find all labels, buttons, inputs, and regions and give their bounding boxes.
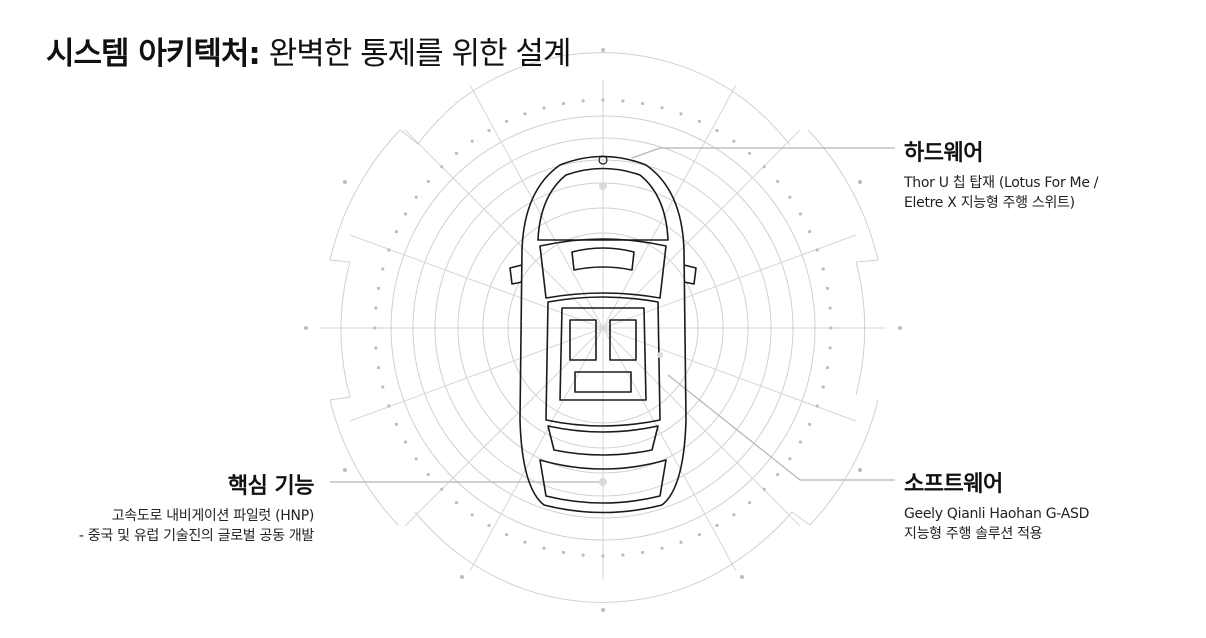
sensor-arcs bbox=[329, 52, 879, 603]
ring-dot bbox=[829, 326, 833, 330]
ring-dot bbox=[581, 99, 585, 103]
ring-dot bbox=[523, 540, 527, 544]
ring-dot bbox=[776, 473, 780, 477]
ring-dot bbox=[748, 151, 752, 155]
ring-dot bbox=[470, 139, 474, 143]
ring-dot bbox=[715, 523, 719, 528]
ring-dot bbox=[426, 473, 430, 477]
dot-ring bbox=[373, 98, 833, 558]
ring-dot bbox=[454, 151, 458, 155]
ring-dot bbox=[542, 546, 546, 550]
ring-dot bbox=[403, 440, 408, 444]
ring-dot bbox=[715, 128, 719, 133]
ring-dot bbox=[601, 554, 605, 558]
core-feature-callout: 핵심 기능 고속도로 내비게이션 파일럿 (HNP) - 중국 및 유럽 기술진… bbox=[78, 468, 315, 546]
ring-dot bbox=[808, 422, 812, 426]
core-line-1: 고속도로 내비게이션 파일럿 (HNP) bbox=[111, 508, 315, 524]
ring-dot bbox=[470, 513, 474, 517]
hardware-heading: 하드웨어 bbox=[904, 141, 983, 166]
ring-dot bbox=[679, 540, 683, 544]
ring-dot bbox=[487, 128, 491, 133]
ring-dot bbox=[581, 553, 585, 557]
ring-dot bbox=[523, 112, 527, 116]
hardware-line-1: Thor U 칩 탑재 (Lotus For Me / bbox=[904, 175, 1099, 191]
ring-dot bbox=[815, 404, 819, 408]
ring-dot bbox=[426, 179, 430, 183]
ring-dot bbox=[776, 179, 780, 183]
core-heading: 핵심 기능 bbox=[227, 474, 315, 499]
ring-dot bbox=[660, 546, 664, 550]
hardware-connector bbox=[631, 147, 895, 159]
software-callout: 소프트웨어 Geely Qianli Haohan G-ASD 지능형 주행 솔… bbox=[904, 466, 1089, 544]
ring-dot bbox=[487, 523, 491, 528]
software-line-2: 지능형 주행 솔루션 적용 bbox=[904, 526, 1043, 542]
page-title: 시스템 아키텍처: 완벽한 통제를 위한 설계 bbox=[46, 28, 572, 73]
ring-dot bbox=[641, 101, 645, 106]
ring-dot bbox=[454, 501, 458, 505]
ring-dot bbox=[403, 212, 408, 216]
ring-dot bbox=[798, 440, 803, 444]
title-bold: 시스템 아키텍처: bbox=[46, 36, 261, 72]
ring-dot bbox=[732, 513, 736, 517]
ring-dot bbox=[621, 553, 625, 557]
ring-dot bbox=[505, 119, 509, 123]
ring-dot bbox=[561, 550, 566, 555]
ring-dot bbox=[394, 230, 398, 234]
ring-dot bbox=[373, 326, 377, 330]
ring-dot bbox=[825, 286, 830, 290]
ring-dot bbox=[815, 248, 819, 252]
ring-dot bbox=[376, 286, 381, 290]
ring-dot bbox=[621, 99, 625, 103]
ring-dot bbox=[561, 101, 566, 106]
ring-dot bbox=[374, 306, 378, 310]
ring-dot bbox=[825, 366, 830, 370]
ring-dot bbox=[788, 457, 792, 461]
ring-dot bbox=[798, 212, 803, 216]
car-outline bbox=[509, 155, 697, 514]
ring-dot bbox=[679, 112, 683, 116]
software-heading: 소프트웨어 bbox=[904, 472, 1003, 497]
ring-dot bbox=[542, 106, 546, 110]
ring-dot bbox=[748, 501, 752, 505]
ring-dot bbox=[697, 533, 702, 537]
ring-dot bbox=[821, 385, 825, 389]
title-rest: 완벽한 통제를 위한 설계 bbox=[259, 36, 572, 72]
ring-dot bbox=[440, 165, 444, 169]
ring-dot bbox=[788, 195, 792, 199]
ring-dot bbox=[808, 230, 812, 234]
ring-dot bbox=[440, 487, 444, 491]
ring-dot bbox=[762, 487, 766, 491]
hardware-line-2: Eletre X 지능형 주행 스위트) bbox=[904, 195, 1075, 211]
ring-dot bbox=[387, 404, 391, 408]
radial-lines bbox=[320, 80, 886, 580]
software-line-1: Geely Qianli Haohan G-ASD bbox=[904, 506, 1090, 522]
ring-dot bbox=[641, 550, 645, 555]
ring-dot bbox=[374, 346, 378, 350]
outer-dots bbox=[304, 48, 902, 612]
ring-dot bbox=[732, 139, 736, 143]
ring-dot bbox=[376, 366, 381, 370]
hardware-callout: 하드웨어 Thor U 칩 탑재 (Lotus For Me / Eletre … bbox=[904, 135, 1099, 213]
ring-dot bbox=[394, 422, 398, 426]
software-connector bbox=[667, 374, 895, 481]
ring-dot bbox=[381, 267, 385, 271]
ring-dot bbox=[387, 248, 391, 252]
ring-dot bbox=[660, 106, 664, 110]
ring-dot bbox=[414, 457, 418, 461]
ring-dot bbox=[381, 385, 385, 389]
ring-dot bbox=[828, 346, 832, 350]
ring-dot bbox=[821, 267, 825, 271]
connector-lines bbox=[330, 147, 895, 483]
ring-dot bbox=[505, 533, 509, 537]
ring-dot bbox=[414, 195, 418, 199]
core-line-2: - 중국 및 유럽 기술진의 글로벌 공동 개발 bbox=[78, 528, 314, 544]
ring-dot bbox=[601, 98, 605, 102]
ring-dot bbox=[762, 165, 766, 169]
car-markers bbox=[598, 155, 663, 486]
ring-dot bbox=[828, 306, 832, 310]
ring-dot bbox=[697, 119, 702, 123]
